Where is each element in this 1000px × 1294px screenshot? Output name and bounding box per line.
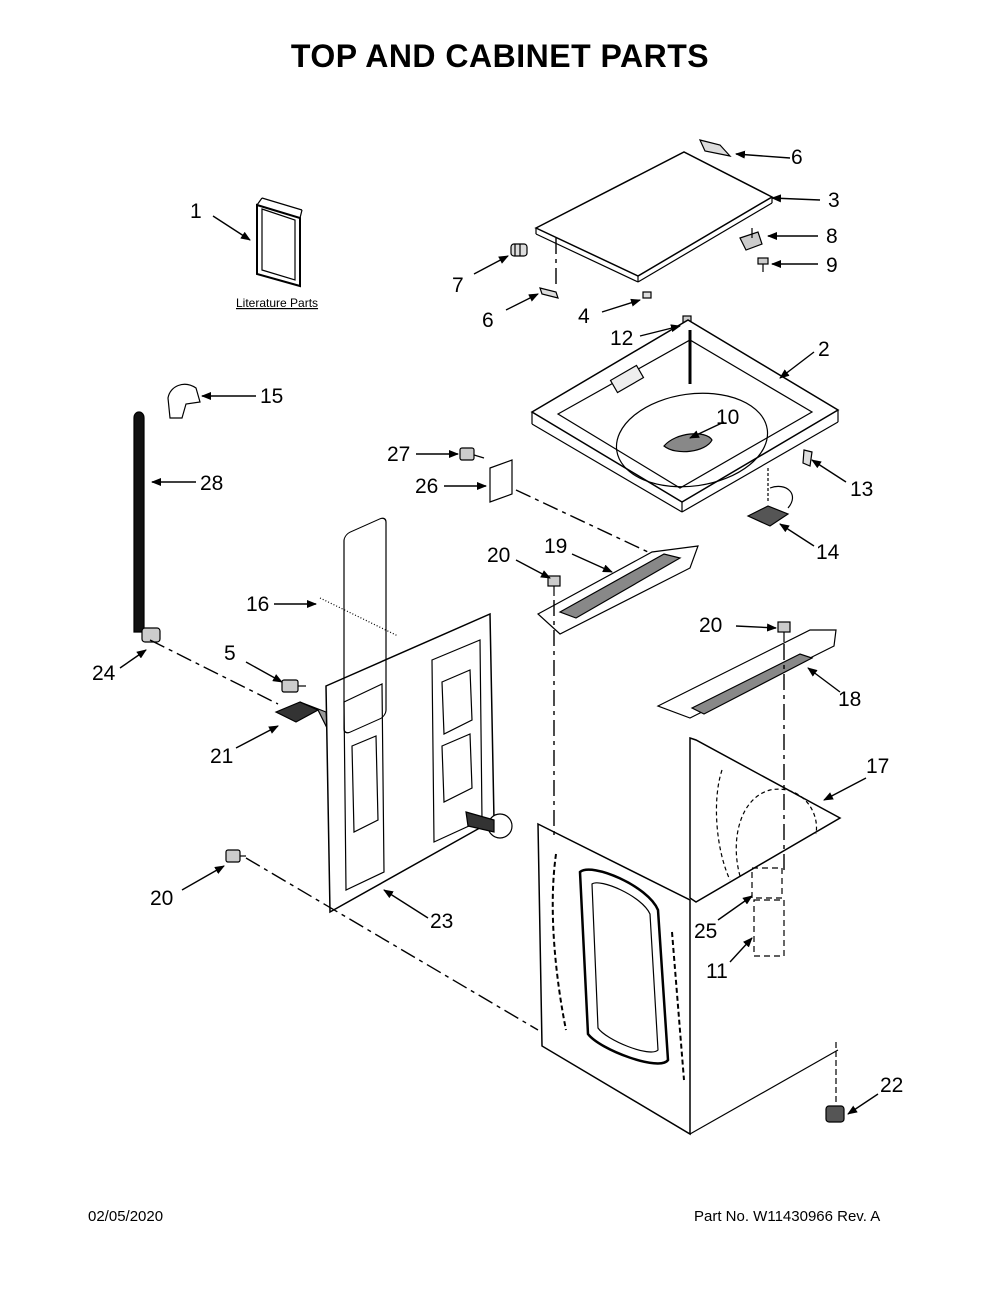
callout-27: 27	[387, 443, 410, 466]
footer-date: 02/05/2020	[88, 1208, 164, 1225]
callout-28: 28	[200, 472, 223, 495]
lid-switch	[739, 228, 763, 251]
rear-panel	[325, 517, 513, 914]
dispenser-part	[663, 433, 713, 453]
callout-20-a: 20	[487, 544, 510, 567]
panel-11	[753, 899, 785, 957]
callout-9: 9	[826, 254, 838, 277]
callout-21: 21	[210, 745, 233, 768]
callout-3: 3	[828, 189, 840, 212]
lid-screw	[510, 243, 528, 257]
bracket-25	[751, 867, 783, 899]
callout-19: 19	[544, 535, 567, 558]
callout-5: 5	[224, 642, 236, 665]
callout-6-bottom: 6	[482, 309, 494, 332]
callout-7: 7	[452, 274, 464, 297]
front-bracket	[536, 545, 699, 635]
screw-20-a	[547, 575, 561, 596]
callout-17: 17	[866, 755, 889, 778]
callout-25: 25	[694, 920, 717, 943]
callout-26: 26	[415, 475, 438, 498]
callout-6-top: 6	[791, 146, 803, 169]
screw-20-c	[225, 849, 246, 863]
callout-12: 12	[610, 327, 633, 350]
callout-1: 1	[190, 200, 202, 223]
cabinet	[537, 822, 839, 1136]
switch-screw	[757, 257, 769, 272]
callout-24: 24	[92, 662, 116, 685]
footer-part-number: Part No. W11430966 Rev. A	[694, 1208, 881, 1225]
hinge-pin-bottom	[539, 287, 559, 299]
rear-screw	[281, 679, 306, 693]
callout-2: 2	[818, 338, 830, 361]
callout-20-c: 20	[150, 887, 173, 910]
callout-14: 14	[816, 541, 840, 564]
literature-parts-label: Literature Parts	[236, 296, 318, 310]
drain-hose	[133, 411, 145, 633]
rear-bracket	[656, 629, 837, 719]
switch-assembly	[746, 468, 794, 527]
mounting-plate	[489, 459, 513, 503]
clip-part	[802, 449, 813, 467]
callout-11: 11	[706, 960, 728, 983]
callout-8: 8	[826, 225, 838, 248]
callout-15: 15	[260, 385, 283, 408]
side-panel	[689, 736, 842, 903]
callout-4: 4	[578, 305, 590, 328]
lid-bumper	[642, 291, 652, 299]
callout-20-b: 20	[699, 614, 722, 637]
hose-elbow	[167, 383, 201, 419]
hinge-pin-top	[698, 139, 732, 157]
screw-20-b	[777, 621, 791, 642]
lid-part	[534, 151, 774, 283]
callout-18: 18	[838, 688, 861, 711]
assembly-lines	[149, 238, 785, 1031]
hose-bracket	[274, 701, 329, 731]
page-title: TOP AND CABINET PARTS	[290, 38, 710, 74]
callout-23: 23	[430, 910, 453, 933]
callout-10: 10	[716, 406, 739, 429]
leveling-foot	[825, 1042, 845, 1123]
wire-strap	[319, 597, 399, 637]
screw-27	[459, 447, 485, 461]
literature-booklet	[256, 197, 303, 288]
callout-labels: 1 6 3 8 9 7 6 4 12 2 10 13 14 15 28 27 2…	[92, 146, 903, 1097]
hose-clamp	[141, 627, 161, 643]
callout-16: 16	[246, 593, 269, 616]
callout-22: 22	[880, 1074, 903, 1097]
callout-13: 13	[850, 478, 873, 501]
top-panel	[530, 319, 840, 513]
leader-arrows	[119, 150, 879, 1115]
